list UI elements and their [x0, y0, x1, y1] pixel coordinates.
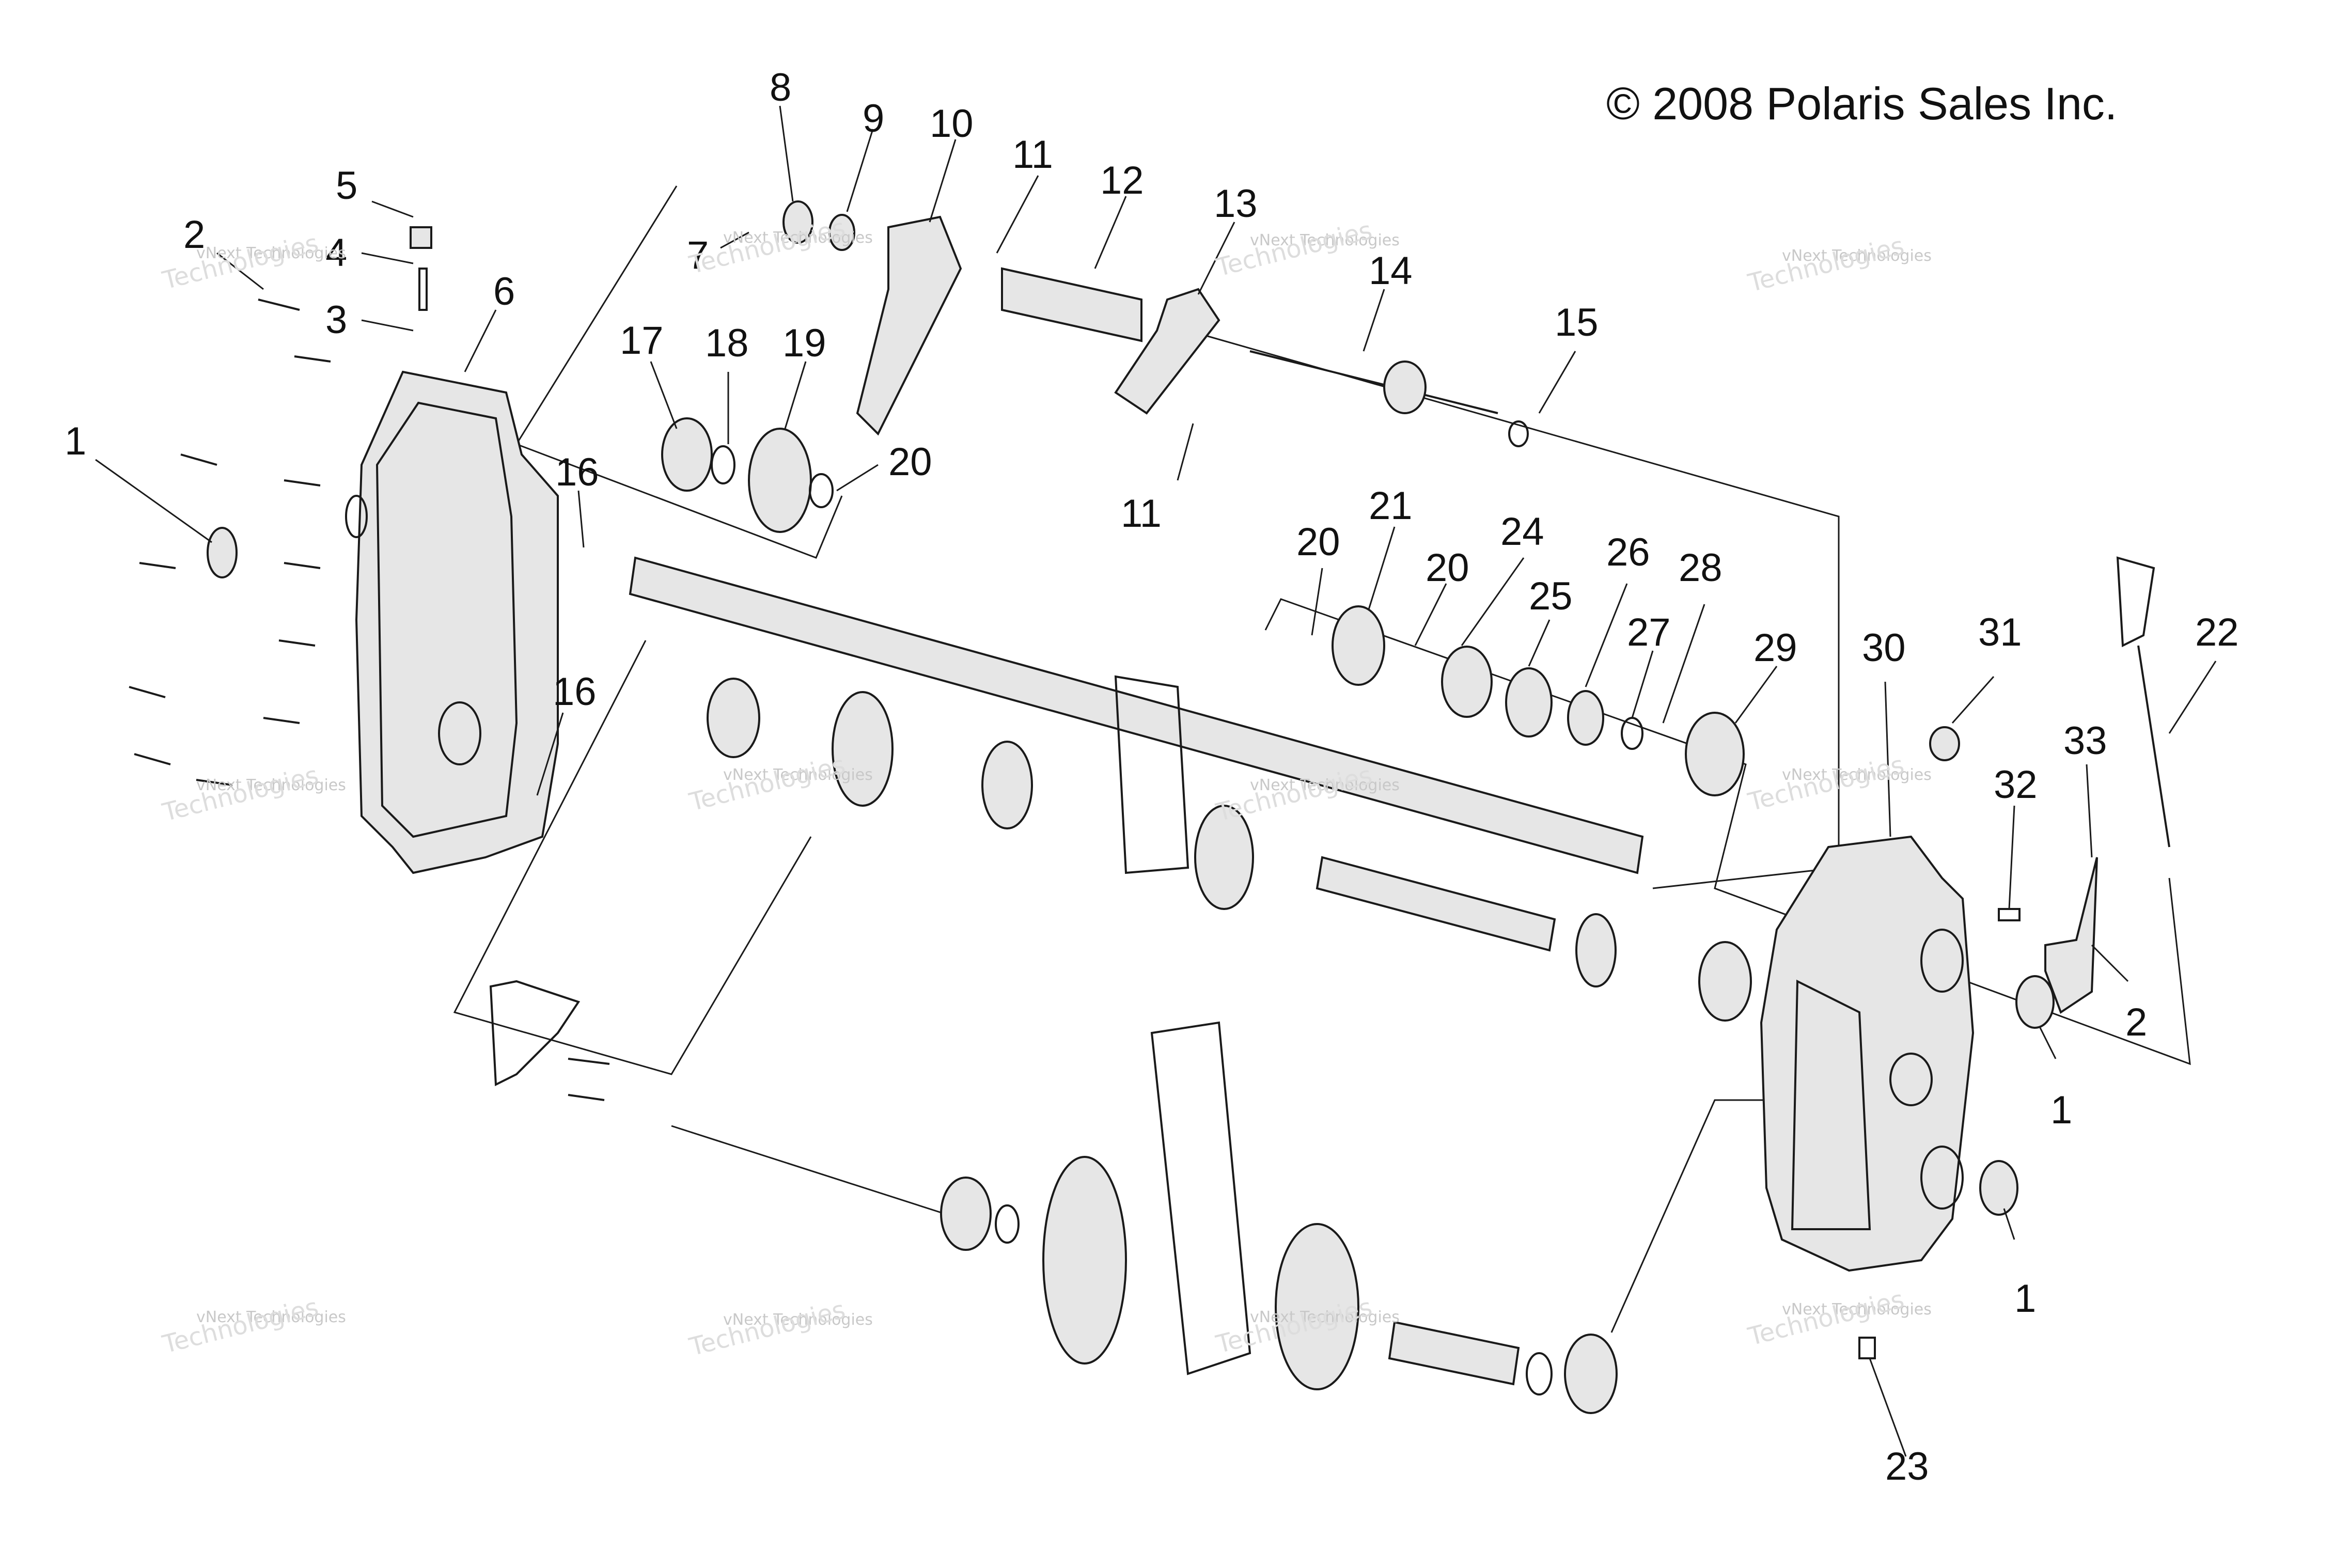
left-case-half [345, 370, 559, 874]
callout-23: 23 [1885, 1445, 1929, 1488]
callout-20-mid-a: 20 [1296, 520, 1340, 564]
callout-31: 31 [1978, 610, 2022, 654]
callout-2-left: 2 [183, 213, 205, 257]
frame-mid-right [1264, 598, 2191, 1065]
frame-lower-left [453, 640, 812, 1075]
watermark-label: Technologies [1213, 216, 1375, 283]
watermark-label: vNext Technologies [196, 776, 346, 794]
right-small-parts [1858, 556, 2170, 1359]
watermark-label: vNext Technologies [1782, 1300, 1932, 1319]
callout-26: 26 [1606, 530, 1650, 574]
copyright-notice: © 2008 Polaris Sales Inc. [1606, 78, 2118, 129]
watermark-label: vNext Technologies [723, 1311, 873, 1329]
watermark-label: vNext Technologies [196, 244, 346, 262]
watermark-label: Technologies [1745, 231, 1907, 298]
callout-21: 21 [1369, 484, 1413, 528]
callout-17: 17 [620, 319, 664, 363]
callout-1-right-lower: 1 [2014, 1277, 2036, 1321]
callout-9: 9 [863, 97, 884, 140]
callout-22: 22 [2195, 610, 2239, 654]
callout-3: 3 [325, 298, 347, 342]
frame-shift-group [515, 185, 843, 559]
frame-lower-bearing [671, 1125, 961, 1220]
callout-7: 7 [687, 233, 709, 277]
watermark-label: Technologies [159, 761, 321, 827]
watermark-label: Technologies [686, 213, 848, 280]
left-bolts [129, 226, 432, 786]
callout-24: 24 [1500, 510, 1544, 554]
callout-11-lower: 11 [1121, 492, 1162, 536]
callout-5: 5 [336, 164, 357, 208]
watermark-label: vNext Technologies [1250, 1308, 1400, 1326]
callout-14: 14 [1369, 249, 1413, 293]
callout-2-right: 2 [2125, 1000, 2147, 1044]
callout-1-right-upper: 1 [2050, 1088, 2072, 1132]
callout-16-lower: 16 [553, 670, 597, 714]
callout-16-upper: 16 [555, 450, 599, 494]
callout-numbers: 1 1 1 2 2 3 4 5 6 7 8 9 10 11 11 12 13 1… [65, 66, 2239, 1488]
lower-chain-drive [940, 1021, 1618, 1414]
callout-33: 33 [2063, 719, 2107, 763]
callout-29: 29 [1753, 626, 1797, 670]
callout-6: 6 [493, 270, 515, 313]
watermark-label: Technologies [1745, 750, 1907, 817]
callout-leaders [95, 105, 2217, 1457]
callout-18: 18 [705, 321, 749, 365]
callout-1-left: 1 [65, 419, 86, 463]
watermark-label: vNext Technologies [196, 1308, 346, 1326]
callout-30: 30 [1862, 626, 1906, 670]
callout-4: 4 [325, 231, 347, 275]
watermark-label: Technologies [686, 750, 848, 817]
watermark-label: vNext Technologies [723, 229, 873, 247]
callout-8: 8 [770, 66, 791, 109]
callout-13: 13 [1214, 182, 1258, 226]
callout-19: 19 [782, 321, 826, 365]
frame-lower-right [1610, 1099, 1766, 1333]
callout-11-top: 11 [1012, 133, 1053, 177]
callout-15: 15 [1555, 301, 1599, 344]
watermark-label: vNext Technologies [1782, 766, 1932, 784]
callout-10: 10 [930, 102, 974, 146]
main-shafts [629, 556, 1752, 1022]
watermark-label: vNext Technologies [1250, 776, 1400, 794]
watermark-label: vNext Technologies [1782, 247, 1932, 265]
watermark-label: vNext Technologies [723, 766, 873, 784]
callout-20-mid-b: 20 [1426, 546, 1469, 590]
callout-28: 28 [1679, 546, 1723, 590]
watermark-label: Technologies [686, 1295, 848, 1362]
watermark-label: Technologies [159, 1293, 321, 1359]
callout-12: 12 [1100, 159, 1144, 202]
watermark-label: vNext Technologies [1250, 231, 1400, 249]
shift-fork-assembly [782, 200, 1529, 447]
callout-20-upper-left: 20 [888, 440, 932, 484]
upper-gear-stack [661, 417, 1745, 796]
lower-left-bracket [489, 980, 610, 1101]
watermark-label: Technologies [1745, 1285, 1907, 1352]
right-case-half [1760, 835, 1975, 1272]
callout-27: 27 [1627, 610, 1671, 654]
callout-32: 32 [1994, 763, 2038, 807]
callout-25: 25 [1529, 574, 1573, 618]
